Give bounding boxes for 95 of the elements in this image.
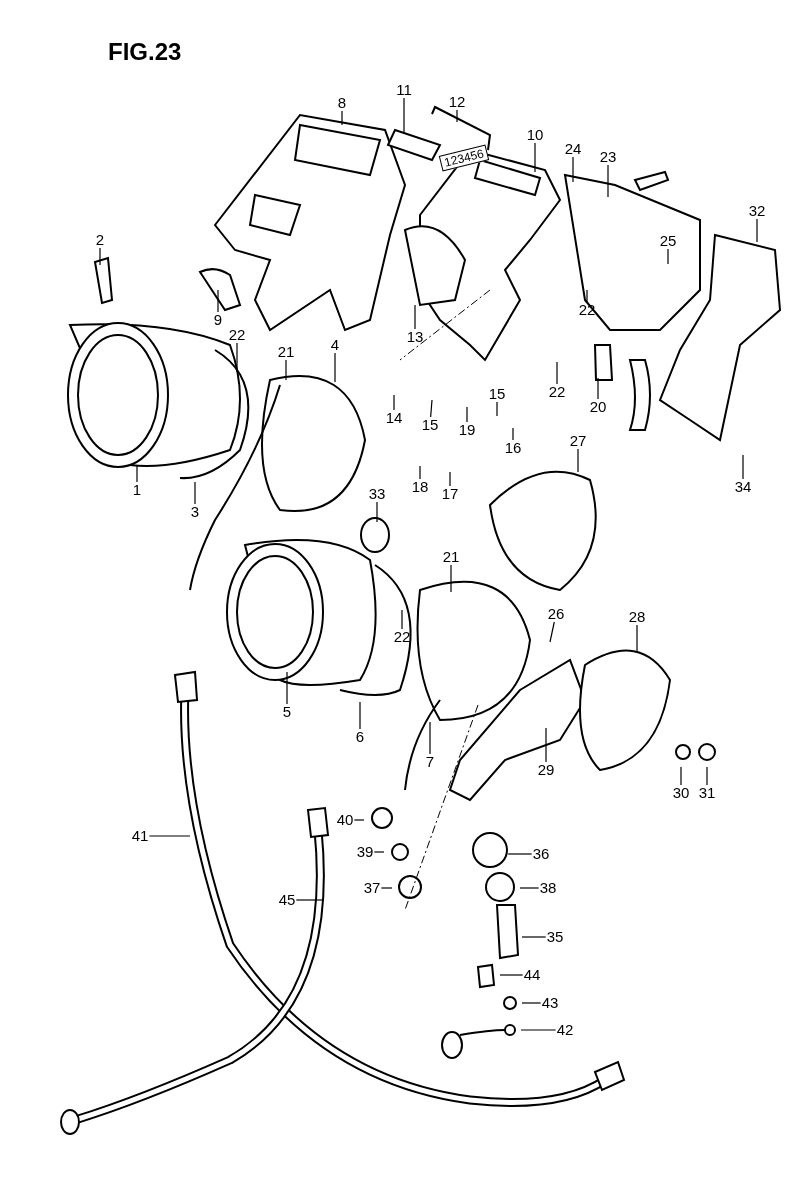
leader-line xyxy=(556,361,558,385)
callout-number: 1 xyxy=(131,482,143,498)
leader-line xyxy=(577,448,579,473)
callout-number: 37 xyxy=(362,880,382,896)
leader-line xyxy=(334,352,336,383)
leader-line xyxy=(295,899,323,901)
callout-number: 31 xyxy=(697,785,717,801)
callout-number: 43 xyxy=(540,995,560,1011)
leader-line xyxy=(99,247,101,266)
leader-line xyxy=(359,701,361,730)
callout-number: 4 xyxy=(329,337,341,353)
callout-number: 33 xyxy=(367,486,387,502)
leader-line xyxy=(512,427,514,441)
callout-number: 5 xyxy=(281,704,293,720)
callout-number: 15 xyxy=(487,386,507,402)
leader-line xyxy=(519,887,540,889)
callout-number: 38 xyxy=(538,880,558,896)
callout-number: 29 xyxy=(536,762,556,778)
callout-number: 26 xyxy=(546,606,566,622)
leader-line xyxy=(706,766,708,786)
callout-number: 8 xyxy=(336,95,348,111)
callout-number: 13 xyxy=(405,329,425,345)
callout-number: 14 xyxy=(384,410,404,426)
callout-number: 23 xyxy=(598,149,618,165)
leader-line xyxy=(534,142,536,173)
callout-number: 25 xyxy=(658,233,678,249)
callout-number: 32 xyxy=(747,203,767,219)
callout-number: 7 xyxy=(424,754,436,770)
callout-number: 28 xyxy=(627,609,647,625)
leader-line xyxy=(545,727,547,763)
leader-line xyxy=(285,359,287,381)
leader-line xyxy=(597,377,599,400)
leader-line xyxy=(607,164,609,198)
leader-line xyxy=(414,304,416,330)
leader-line xyxy=(380,887,393,889)
leader-line xyxy=(586,289,588,303)
leader-line xyxy=(521,1002,542,1004)
leader-line xyxy=(419,465,421,480)
leader-line xyxy=(449,471,451,487)
callout-number: 30 xyxy=(671,785,691,801)
callout-number: 27 xyxy=(568,433,588,449)
callout-number: 22 xyxy=(547,384,567,400)
callout-number: 34 xyxy=(733,479,753,495)
callout-number: 40 xyxy=(335,812,355,828)
leader-line xyxy=(286,671,288,705)
callout-number: 6 xyxy=(354,729,366,745)
leader-line xyxy=(217,289,219,313)
callout-number: 44 xyxy=(522,967,542,983)
callout-number: 39 xyxy=(355,844,375,860)
callout-number: 9 xyxy=(212,312,224,328)
leader-line xyxy=(341,110,343,126)
leader-line xyxy=(136,464,138,483)
figure-title: FIG.23 xyxy=(108,38,182,66)
callout-number: 21 xyxy=(276,344,296,360)
leader-line xyxy=(499,974,524,976)
callout-number: 21 xyxy=(441,549,461,565)
callout-number: 41 xyxy=(130,828,150,844)
leader-line xyxy=(636,624,638,653)
callout-number: 12 xyxy=(447,94,467,110)
callout-number: 35 xyxy=(545,929,565,945)
leader-line xyxy=(520,1029,557,1031)
leader-line xyxy=(373,851,385,853)
leader-line xyxy=(148,835,191,837)
callout-number: 11 xyxy=(395,82,413,98)
leader-line xyxy=(429,721,431,755)
callout-number: 16 xyxy=(503,440,523,456)
leader-line xyxy=(456,109,458,123)
leader-line xyxy=(496,401,498,417)
leader-line xyxy=(572,156,574,183)
callout-number: 15 xyxy=(420,417,440,433)
leader-line xyxy=(742,454,744,480)
callout-number: 19 xyxy=(457,422,477,438)
leader-line xyxy=(756,218,758,243)
leader-line xyxy=(521,936,547,938)
leader-line xyxy=(403,97,405,134)
callout-number: 24 xyxy=(563,141,583,157)
callout-number: 17 xyxy=(440,486,460,502)
leader-line xyxy=(507,853,533,855)
callout-number: 18 xyxy=(410,479,430,495)
leader-line xyxy=(680,766,682,786)
leader-line xyxy=(353,819,365,821)
leader-line xyxy=(376,501,378,523)
callout-number: 42 xyxy=(555,1022,575,1038)
leader-line xyxy=(430,399,433,418)
leader-line xyxy=(393,394,395,411)
callout-number: 10 xyxy=(525,127,545,143)
callout-number: 36 xyxy=(531,846,551,862)
leader-line xyxy=(549,621,555,643)
callout-number: 22 xyxy=(227,327,247,343)
leader-line xyxy=(667,248,669,265)
callout-number: 2 xyxy=(94,232,106,248)
leader-line xyxy=(450,564,452,593)
leader-line xyxy=(466,406,468,423)
callout-number: 45 xyxy=(277,892,297,908)
callout-number: 20 xyxy=(588,399,608,415)
